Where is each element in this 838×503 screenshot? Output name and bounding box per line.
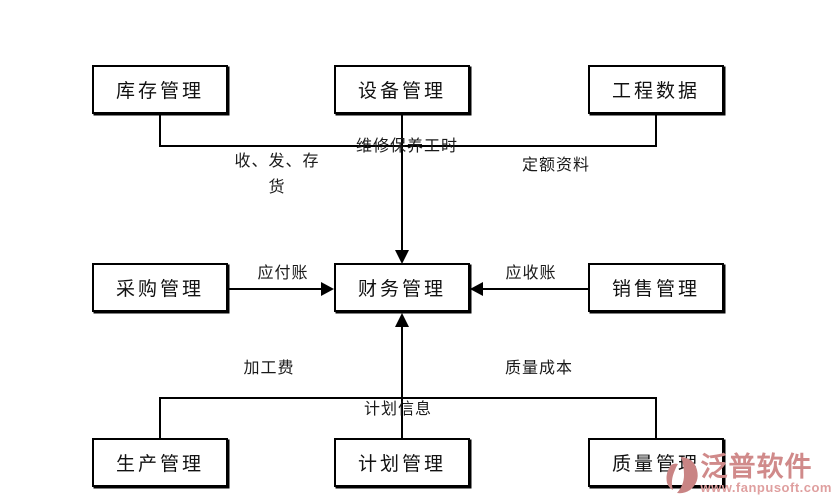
arrowhead-sales-to-finance xyxy=(470,282,483,296)
node-planning-management: 计划管理 xyxy=(334,438,470,487)
node-production-management: 生产管理 xyxy=(92,438,228,487)
node-sales-management: 销售管理 xyxy=(588,263,724,312)
node-procurement-management: 采购管理 xyxy=(92,263,228,312)
edge-label-accounts-receivable: 应收账 xyxy=(505,265,557,282)
arrowhead-procurement-to-finance xyxy=(321,282,334,296)
bottom-bus-lines xyxy=(159,326,657,438)
watermark: 泛普软件 www.fanpusoft.com xyxy=(662,453,832,497)
edge-label-quota-data: 定额资料 xyxy=(521,157,590,174)
node-quality-management: 质量管理 xyxy=(588,438,724,487)
node-equipment-management: 设备管理 xyxy=(334,65,470,114)
top-bus-lines xyxy=(159,113,657,251)
edge-label-maintenance-hours: 维修保养工时 xyxy=(355,138,458,155)
arrowhead-equipment-to-finance xyxy=(395,250,409,264)
edge-label-receive-send-stock: 收、发、存 货 xyxy=(234,153,320,196)
node-inventory-management: 库存管理 xyxy=(92,65,228,114)
edge-label-plan-info: 计划信息 xyxy=(363,401,432,418)
watermark-brand: 泛普软件 xyxy=(700,452,813,482)
edge-label-processing-fee: 加工费 xyxy=(243,360,295,377)
node-finance-management: 财务管理 xyxy=(334,263,470,312)
edge-label-accounts-payable: 应付账 xyxy=(257,265,309,282)
watermark-url: www.fanpusoft.com xyxy=(700,480,832,495)
fanpu-logo-icon xyxy=(666,457,699,494)
node-engineering-data: 工程数据 xyxy=(588,65,724,114)
edge-label-quality-cost: 质量成本 xyxy=(504,360,573,377)
arrowhead-planning-to-finance xyxy=(395,313,409,327)
